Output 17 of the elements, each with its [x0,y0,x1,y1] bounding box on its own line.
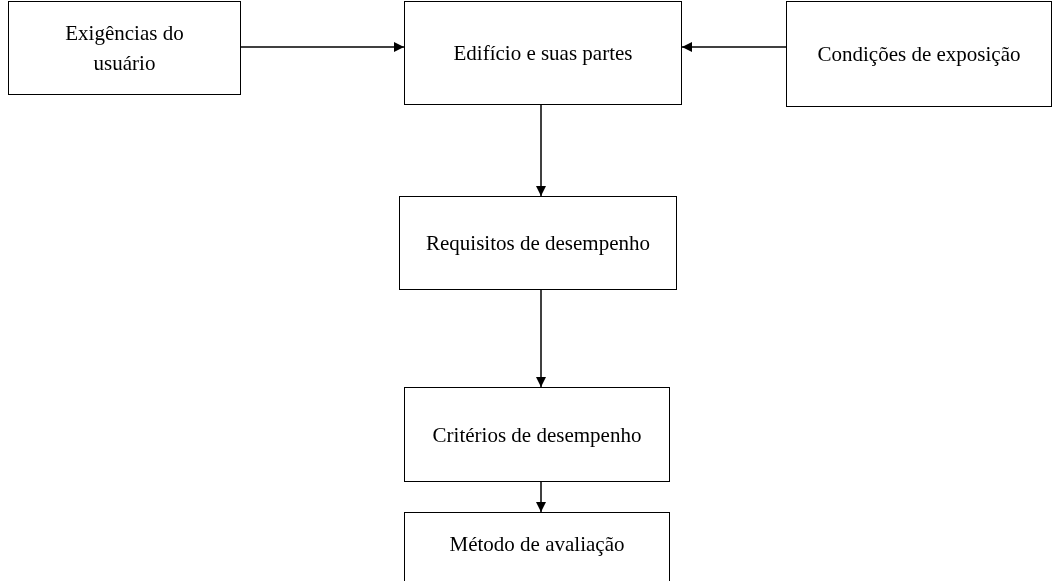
process-box [399,196,677,290]
process-box [404,512,670,581]
process-box [404,387,670,482]
box-label: Requisitos de desempenho [426,230,650,257]
box-label: Método de avaliação [449,531,625,558]
arrow [536,104,546,197]
arrow [536,481,546,513]
arrow [536,289,546,388]
box-label: Edifício e suas partes [453,40,633,67]
arrow [240,42,405,52]
box-label: Exigências do usuário [64,20,185,77]
process-box [8,1,241,95]
process-box [786,1,1052,107]
box-label: Condições de exposição [817,41,1021,68]
process-box [404,1,682,105]
arrow [681,42,787,52]
box-label: Critérios de desempenho [432,421,642,449]
